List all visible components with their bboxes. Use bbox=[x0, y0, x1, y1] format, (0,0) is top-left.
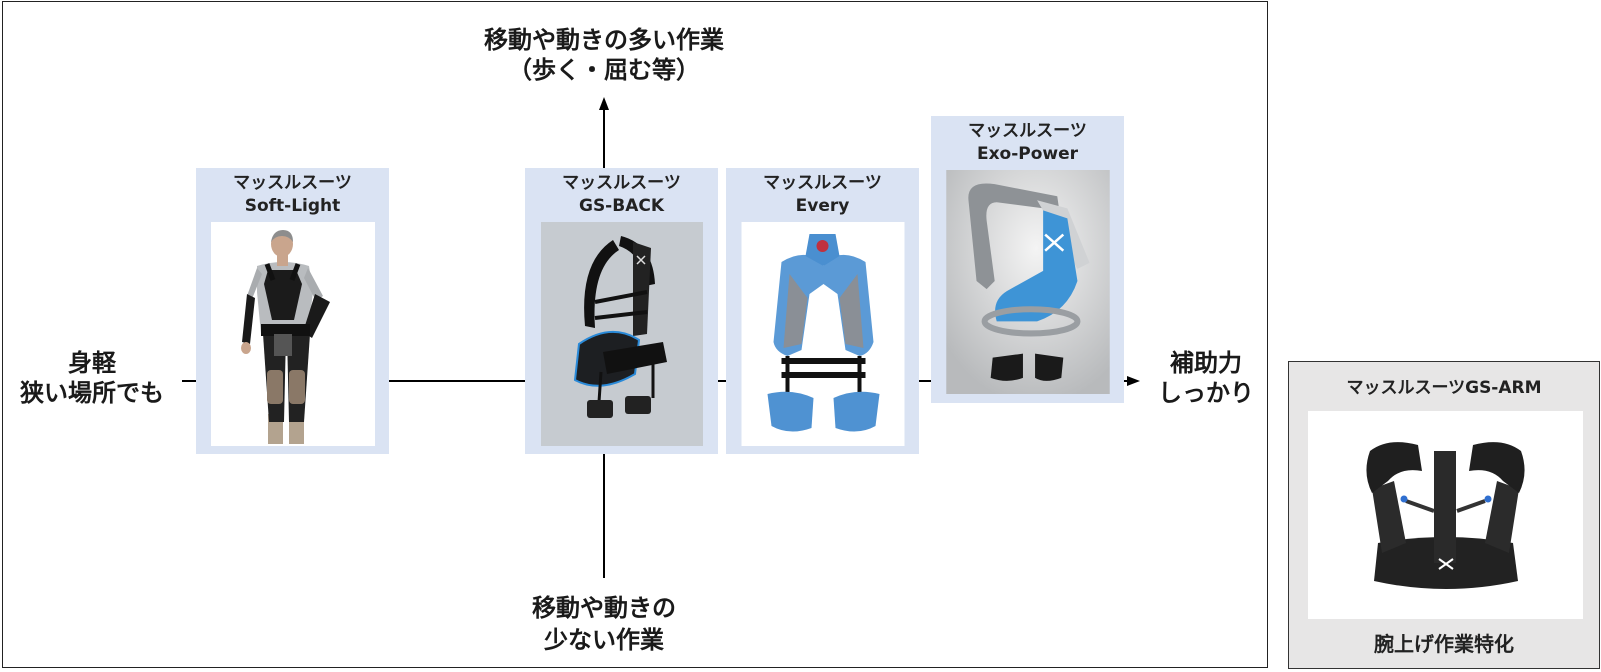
straps bbox=[781, 356, 866, 398]
product-model: Every bbox=[795, 196, 850, 216]
product-series: マッスルスーツ bbox=[968, 121, 1087, 141]
featured-title: マッスルスーツGS-ARM bbox=[1346, 378, 1542, 398]
axis-label-left-line1: 身軽 bbox=[68, 349, 116, 377]
arrow-up-icon bbox=[599, 97, 609, 110]
harness bbox=[261, 263, 310, 356]
product-photo bbox=[946, 170, 1110, 394]
axis-label-top-line2: （歩く・屈む等） bbox=[508, 56, 700, 84]
product-series: マッスルスーツ bbox=[562, 173, 681, 193]
harness bbox=[573, 236, 667, 418]
frame bbox=[968, 183, 1090, 337]
product-photo bbox=[211, 222, 375, 446]
axis-label-top-line1: 移動や動きの多い作業 bbox=[484, 26, 724, 54]
product-card-soft-light: マッスルスーツ Soft-Light bbox=[196, 168, 389, 454]
product-series: マッスルスーツ bbox=[763, 173, 882, 193]
product-title: マッスルスーツ Every bbox=[726, 172, 919, 218]
axis-label-top: 移動や動きの多い作業 （歩く・屈む等） bbox=[404, 25, 804, 85]
exo-power-photo bbox=[946, 170, 1110, 394]
wearer bbox=[241, 230, 330, 444]
axis-label-left: 身軽 狭い場所でも bbox=[12, 348, 172, 408]
product-series: マッスルスーツ bbox=[233, 173, 352, 193]
product-photo bbox=[741, 222, 905, 446]
featured-product-gs-arm: マッスルスーツGS-ARM 腕上げ作業特化 bbox=[1288, 361, 1600, 669]
arm-harness bbox=[1366, 442, 1525, 589]
map-frame bbox=[2, 1, 1268, 668]
arrow-right-icon bbox=[1127, 376, 1140, 386]
axis-label-bottom-line1: 移動や動きの bbox=[532, 594, 676, 622]
soft-light-photo bbox=[211, 222, 375, 446]
product-model: GS-BACK bbox=[578, 196, 665, 216]
axis-label-bottom-line2: 少ない作業 bbox=[544, 626, 664, 654]
featured-photo bbox=[1308, 411, 1583, 619]
product-title: マッスルスーツ GS-BACK bbox=[525, 172, 718, 218]
product-photo bbox=[540, 222, 704, 446]
axis-label-right-line2: しっかり bbox=[1158, 379, 1254, 407]
featured-caption: 腕上げ作業特化 bbox=[1374, 632, 1514, 656]
gs-arm-photo bbox=[1308, 411, 1583, 619]
gs-back-photo bbox=[541, 222, 703, 446]
thigh-pads bbox=[990, 353, 1064, 381]
product-title: マッスルスーツ Soft-Light bbox=[196, 172, 389, 218]
every-photo bbox=[741, 222, 905, 446]
axis-label-right: 補助力 しっかり bbox=[1150, 348, 1262, 408]
axis-label-right-line1: 補助力 bbox=[1170, 349, 1242, 377]
product-card-gs-back: マッスルスーツ GS-BACK bbox=[525, 168, 718, 454]
thigh-pads bbox=[767, 391, 880, 432]
vest bbox=[773, 234, 874, 356]
axis-label-left-line2: 狭い場所でも bbox=[20, 379, 164, 407]
product-card-exo-power: マッスルスーツ Exo-Power bbox=[931, 116, 1124, 403]
product-card-every: マッスルスーツ Every bbox=[726, 168, 919, 454]
axis-label-bottom: 移動や動きの 少ない作業 bbox=[454, 592, 754, 656]
product-model: Exo-Power bbox=[976, 144, 1079, 164]
product-title: マッスルスーツ Exo-Power bbox=[931, 120, 1124, 166]
product-model: Soft-Light bbox=[244, 196, 341, 216]
